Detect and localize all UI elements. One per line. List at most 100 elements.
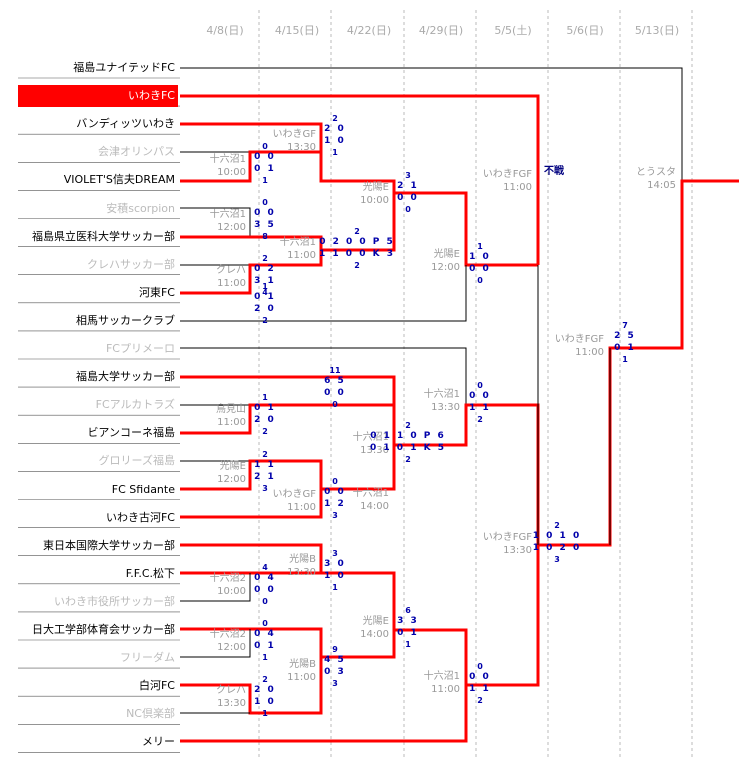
score-bot: 1: [405, 640, 411, 649]
kickoff-time: 13:30: [503, 545, 532, 556]
score-top: 3: [405, 171, 411, 180]
venue-name: 光陽B: [289, 554, 316, 565]
venue-name: 十六沼1: [279, 237, 316, 248]
score-top: 2: [554, 521, 560, 530]
winner-path: [180, 685, 468, 743]
score-mid2: 2 1: [254, 472, 276, 482]
score-mid2: 0 0: [324, 388, 346, 398]
score-top: 2: [262, 254, 268, 263]
score-mid1: 2 1: [397, 181, 419, 191]
kickoff-time: 10:00: [217, 586, 246, 597]
team-name: メリー: [142, 735, 175, 749]
score-mid1: 0 1: [254, 403, 276, 413]
kickoff-time: 11:00: [287, 672, 316, 683]
score-mid2: 0 0: [254, 585, 276, 595]
score-bot: 1: [262, 709, 268, 718]
kickoff-time: 11:00: [431, 684, 460, 695]
team-name: 日大工学部体育会サッカー部: [32, 623, 175, 636]
winner-path: [180, 235, 323, 250]
score-top: 0: [477, 662, 483, 671]
team-name: 安積scorpion: [106, 201, 175, 215]
team-name: グロリーズ福島: [98, 454, 175, 468]
score-top: 4: [262, 563, 268, 572]
venue-name: 十六沼1: [209, 154, 246, 165]
team-name: 河東FC: [138, 285, 175, 299]
team-name: クレハサッカー部: [87, 257, 175, 271]
venue-name: 光陽E: [433, 249, 460, 260]
loser-path: [180, 347, 467, 405]
score-bot: 0: [477, 276, 483, 285]
winner-path: [180, 150, 396, 193]
score-bot: 4: [262, 288, 268, 297]
score-mid1: 3 0: [324, 559, 346, 569]
score-mid1: 0 2: [254, 264, 276, 274]
kickoff-time: 14:00: [360, 629, 389, 640]
score-mid2: 0 1: [397, 628, 419, 638]
score-mid1: 2 5: [614, 331, 636, 341]
venue-name: 十六沼1: [352, 488, 389, 499]
team-name: いわき古河FC: [105, 510, 175, 524]
kickoff-time: 10:00: [217, 167, 246, 178]
venue-name: 十六沼2: [209, 629, 246, 640]
kickoff-time: 12:00: [217, 474, 246, 485]
score-mid1: 1 1: [254, 460, 276, 470]
score-mid2: 2 0: [254, 415, 276, 425]
score-top: 9: [332, 645, 338, 654]
score-mid2: 3 5: [254, 220, 276, 230]
team-name: 東日本国際大学サッカー部: [43, 538, 175, 552]
venue-name: 鳥見山: [216, 404, 246, 415]
score-mid1: 0 0: [254, 152, 276, 162]
round-date: 4/15(日): [274, 24, 320, 37]
venue-name: 光陽E: [362, 616, 389, 627]
score-mid2: 1 0: [324, 571, 346, 581]
kickoff-time: 14:05: [647, 180, 676, 191]
winner-path: [180, 489, 323, 519]
score-mid2: 1 1 0 0 K 3: [319, 249, 395, 259]
score-mid1: 0 2 0 0 P 5: [319, 237, 395, 247]
venue-name: クレハ: [216, 685, 246, 696]
kickoff-time: 11:00: [217, 417, 246, 428]
winner-path: [180, 191, 538, 295]
score-mid2: 0 0: [469, 264, 491, 274]
round-date: 4/8(日): [206, 24, 244, 37]
team-name: 白河FC: [138, 679, 175, 693]
team-name: NC倶楽部: [126, 707, 175, 721]
venue-name: 光陽E: [219, 461, 246, 472]
score-bot: 0: [262, 597, 268, 606]
score-mid1: 0 0: [254, 208, 276, 218]
score-mid2: 3 1: [254, 276, 276, 286]
score-mid2: 1 0: [324, 136, 346, 146]
kickoff-time: 14:00: [360, 501, 389, 512]
score-mid1: 0 1 1 0 P 6: [370, 431, 446, 441]
venue-name: いわきFGF: [482, 532, 532, 543]
score-mid1: 4 5: [324, 655, 346, 665]
team-name: F.F.C.松下: [125, 566, 175, 580]
round-date: 4/29(日): [418, 24, 464, 37]
score-mid1: 1 0 1 0: [532, 531, 582, 541]
score-bot: 1: [622, 355, 628, 364]
kickoff-time: 11:00: [575, 347, 604, 358]
kickoff-time: 12:00: [217, 642, 246, 653]
score-mid1: 0 4: [254, 573, 276, 583]
team-name: FCプリメーロ: [105, 342, 175, 355]
score-mid2: 1 1: [469, 403, 491, 413]
venue-name: 光陽B: [289, 659, 316, 670]
score-bot: 0: [332, 400, 338, 409]
score-mid1: 2 0: [254, 685, 276, 695]
score-mid2: 1 1: [469, 684, 491, 694]
winner-path: [180, 445, 396, 491]
score-top: 11: [329, 366, 341, 375]
team-name: 相馬サッカークラブ: [76, 313, 175, 327]
score-bot: 3: [332, 511, 338, 520]
score-mid2: 0 1: [254, 164, 276, 174]
score-bot: 3: [262, 484, 268, 493]
team-name: FC Sfidante: [111, 482, 175, 496]
score-mid1: 0 1: [254, 292, 276, 302]
score-mid2: 0 3: [324, 667, 346, 677]
score-top: 2: [405, 421, 411, 430]
team-name: フリーダム: [120, 651, 175, 665]
kickoff-time: 13:30: [287, 142, 316, 153]
venue-name: いわきFGF: [482, 169, 532, 180]
team-name: FCアルカトラズ: [95, 398, 175, 412]
score-mid2: 1 0: [254, 697, 276, 707]
